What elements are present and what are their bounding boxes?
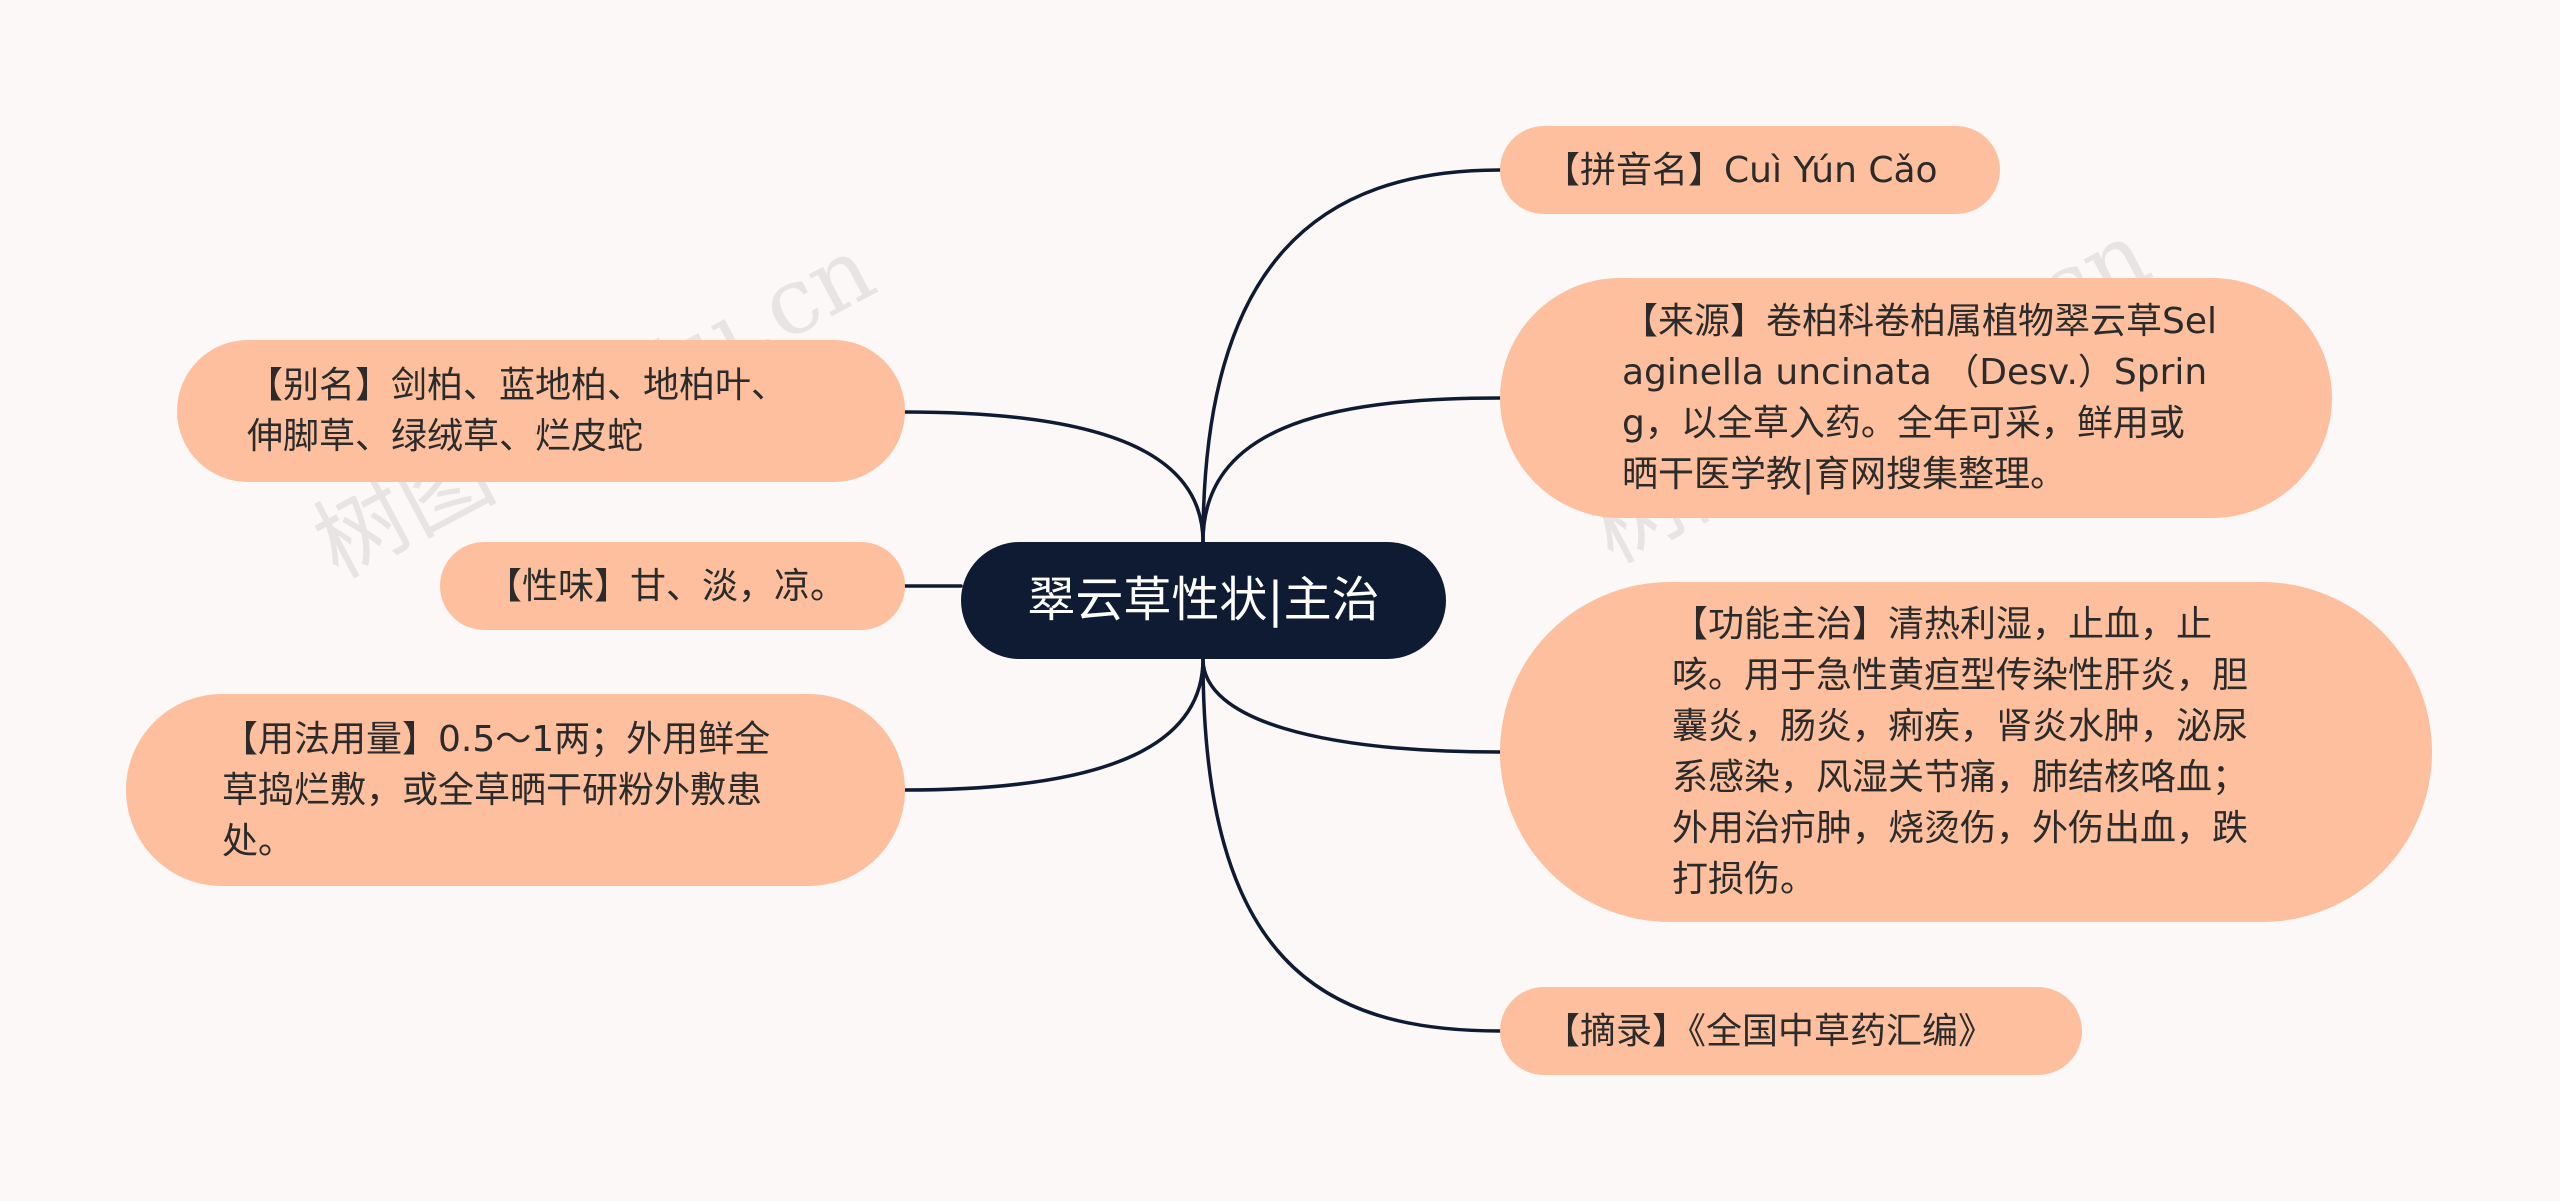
node-source-text: 【来源】卷柏科卷柏属植物翠云草Selaginella uncinata （Des… <box>1622 301 2218 495</box>
node-usage-text: 【用法用量】0.5～1两；外用鲜全草捣烂敷，或全草晒干研粉外敷患处。 <box>222 718 771 862</box>
node-function[interactable]: 【功能主治】清热利湿，止血，止咳。用于急性黄疸型传染性肝炎，胆囊炎，肠炎，痢疾，… <box>1500 582 2432 922</box>
connector-alias <box>903 410 1205 544</box>
node-taste-text: 【性味】甘、淡，凉。 <box>486 565 847 607</box>
node-usage[interactable]: 【用法用量】0.5～1两；外用鲜全草捣烂敷，或全草晒干研粉外敷患处。 <box>126 694 905 886</box>
connector-excerpt <box>1201 657 1502 1033</box>
node-alias-text: 【别名】剑柏、蓝地柏、地柏叶、伸脚草、绿绒草、烂皮蛇 <box>247 365 788 457</box>
central-topic-label: 翠云草性状|主治 <box>1027 572 1380 628</box>
connector-usage <box>903 657 1205 792</box>
node-pinyin-text: 【拼音名】Cuì Yún Cǎo <box>1544 149 1938 191</box>
connector-source <box>1201 396 1502 544</box>
connector-pinyin <box>1201 168 1502 544</box>
node-excerpt[interactable]: 【摘录】《全国中草药汇编》 <box>1500 987 2082 1075</box>
node-function-text: 【功能主治】清热利湿，止血，止咳。用于急性黄疸型传染性肝炎，胆囊炎，肠炎，痢疾，… <box>1672 604 2249 900</box>
central-topic[interactable]: 翠云草性状|主治 <box>961 542 1446 659</box>
node-source[interactable]: 【来源】卷柏科卷柏属植物翠云草Selaginella uncinata （Des… <box>1500 278 2332 518</box>
node-pinyin[interactable]: 【拼音名】Cuì Yún Cǎo <box>1500 126 2000 214</box>
node-taste[interactable]: 【性味】甘、淡，凉。 <box>440 542 905 630</box>
node-alias[interactable]: 【别名】剑柏、蓝地柏、地柏叶、伸脚草、绿绒草、烂皮蛇 <box>177 340 905 482</box>
node-excerpt-text: 【摘录】《全国中草药汇编》 <box>1544 1010 1995 1052</box>
connector-function <box>1201 657 1502 754</box>
